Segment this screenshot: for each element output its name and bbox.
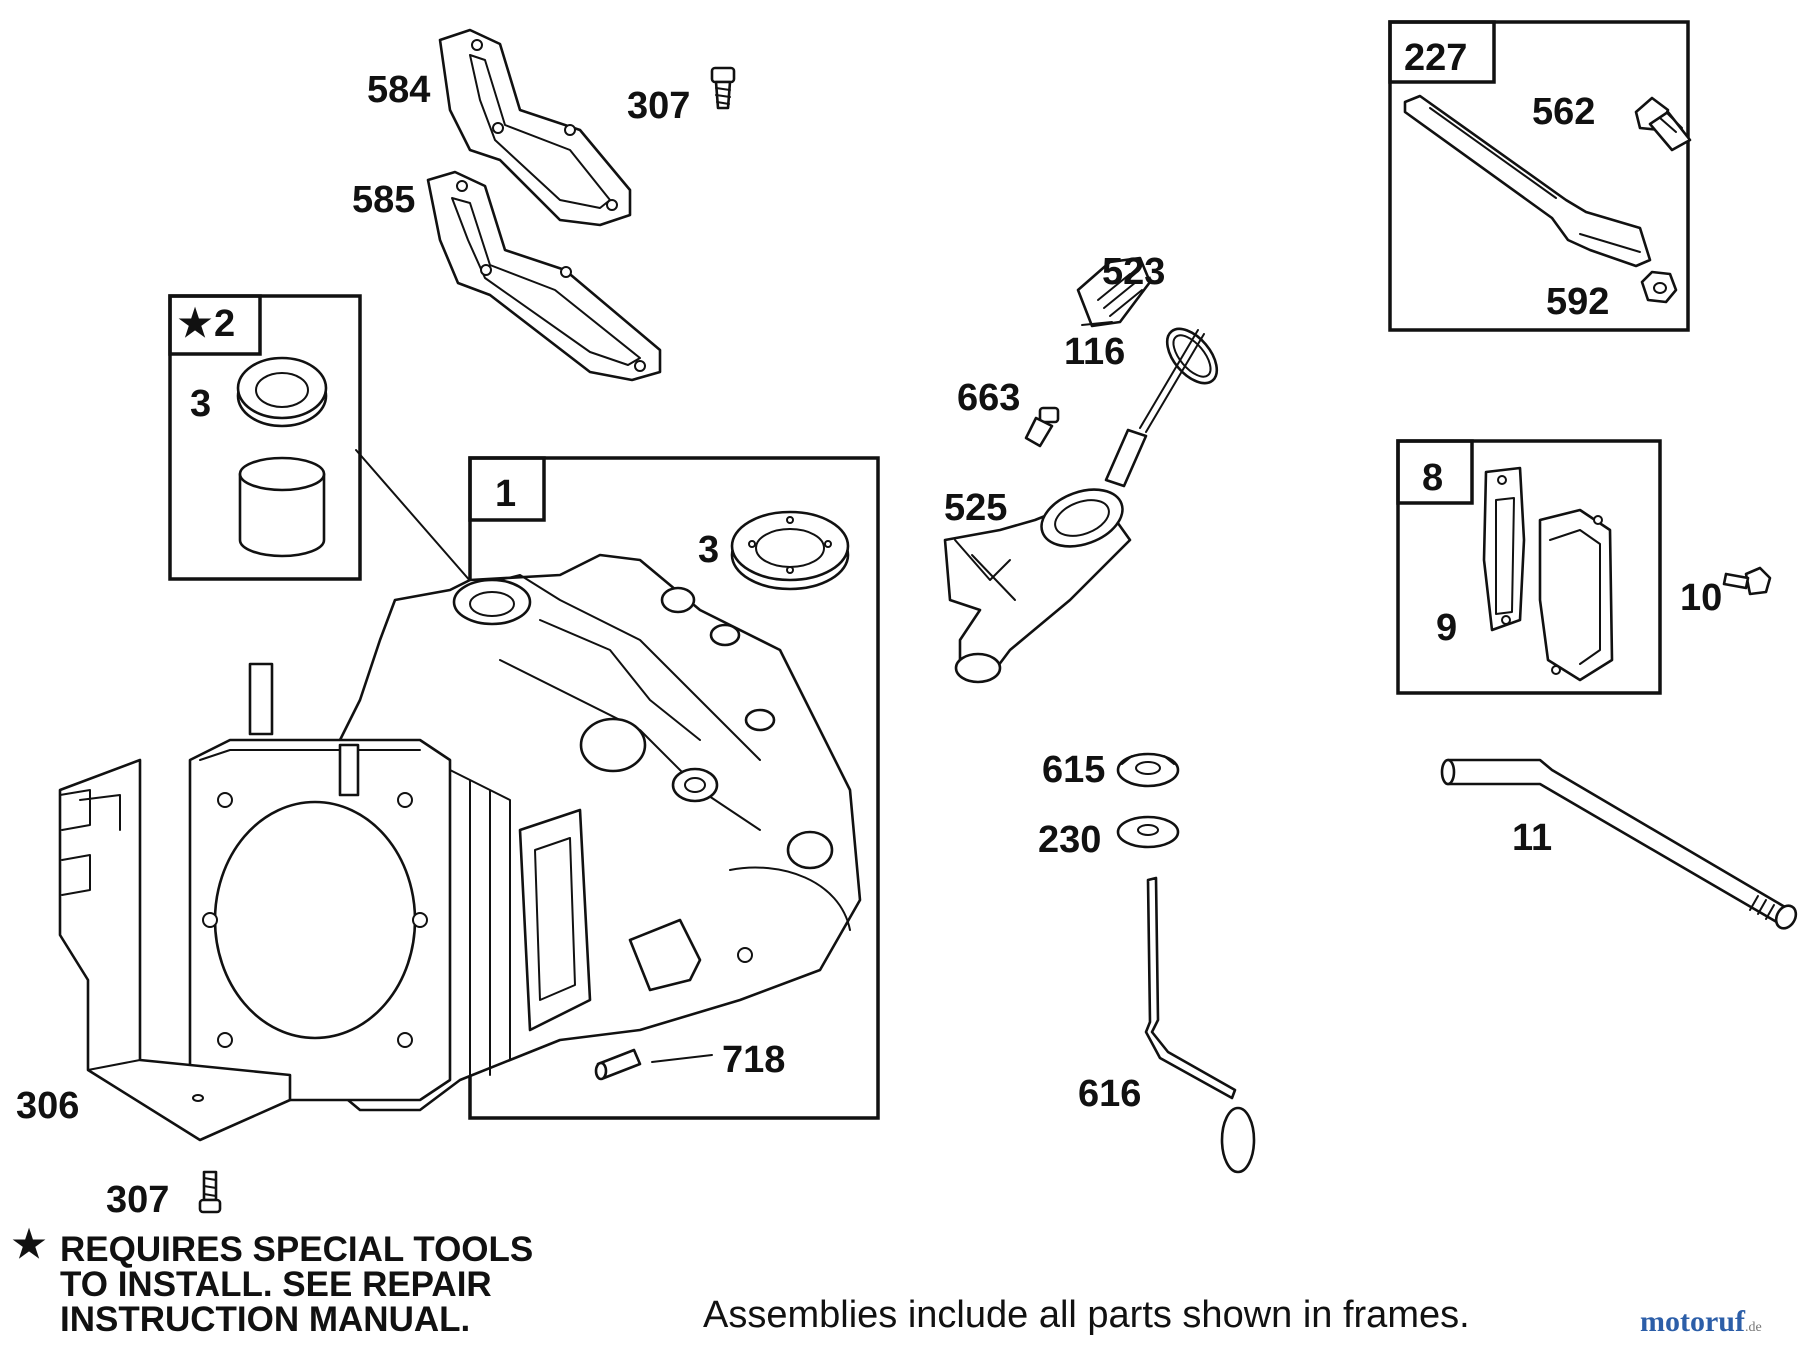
footnote-line: INSTRUCTION MANUAL. bbox=[60, 1300, 471, 1339]
label-9: 9 bbox=[1436, 607, 1457, 649]
tube-525-drawing bbox=[943, 488, 1132, 684]
screw-663-drawing bbox=[1024, 406, 1060, 448]
footnote-line: REQUIRES SPECIAL TOOLS bbox=[60, 1230, 534, 1269]
bolt-307-top-drawing bbox=[710, 66, 736, 110]
bracket-227-drawing bbox=[1403, 94, 1652, 268]
watermark-name: motoruf bbox=[1640, 1305, 1745, 1338]
label-10: 10 bbox=[1680, 577, 1722, 619]
label-kit-2-star: ★ bbox=[178, 303, 212, 345]
seal-3-drawing bbox=[730, 510, 850, 591]
label-306: 306 bbox=[16, 1085, 79, 1127]
footnote-text: REQUIRES SPECIAL TOOLS TO INSTALL. SEE R… bbox=[60, 1232, 620, 1337]
washer-230-drawing bbox=[1116, 815, 1180, 849]
dipstick-blade-drawing bbox=[1104, 329, 1205, 488]
label-307-top: 307 bbox=[627, 85, 690, 127]
dipstick-cap-523-drawing bbox=[1076, 256, 1152, 328]
label-562: 562 bbox=[1532, 91, 1595, 133]
gasket-584-drawing bbox=[438, 28, 632, 227]
footnote-line: TO INSTALL. SEE REPAIR bbox=[60, 1265, 492, 1304]
label-3-kit: 3 bbox=[190, 383, 211, 425]
label-584: 584 bbox=[367, 69, 430, 111]
cover-8-drawing bbox=[1538, 508, 1614, 682]
bolt-307-bottom-drawing bbox=[198, 1170, 222, 1214]
dowel-pin-718-drawing bbox=[594, 1048, 713, 1081]
label-3-seal: 3 bbox=[698, 529, 719, 571]
tube-11-drawing bbox=[1440, 758, 1798, 930]
frame-kit-2 bbox=[168, 294, 362, 581]
label-227: 227 bbox=[1404, 37, 1467, 79]
bearing-sleeve-drawing bbox=[238, 456, 326, 558]
watermark-tld: .de bbox=[1744, 1320, 1762, 1335]
cylinder-block-drawing bbox=[188, 553, 862, 1112]
bolt-562-drawing bbox=[1634, 96, 1692, 152]
screw-10-drawing bbox=[1722, 566, 1772, 596]
star-symbol: ★ bbox=[12, 1224, 47, 1266]
lever-616-drawing bbox=[1144, 876, 1256, 1174]
seal-kit-3-drawing bbox=[236, 356, 328, 428]
label-585: 585 bbox=[352, 179, 415, 221]
watermark-logo: motoruf.de bbox=[1640, 1305, 1762, 1339]
label-663: 663 bbox=[957, 377, 1020, 419]
label-11: 11 bbox=[1512, 817, 1552, 859]
label-523: 523 bbox=[1102, 251, 1165, 293]
gasket-9-drawing bbox=[1482, 466, 1526, 632]
frame-assembly-227 bbox=[1388, 20, 1690, 332]
label-307-bottom: 307 bbox=[106, 1179, 169, 1221]
label-615: 615 bbox=[1042, 749, 1105, 791]
label-616: 616 bbox=[1078, 1073, 1141, 1115]
label-assembly-8: 8 bbox=[1422, 457, 1443, 499]
gasket-585-drawing bbox=[426, 170, 662, 382]
label-525: 525 bbox=[944, 487, 1007, 529]
label-assembly-1: 1 bbox=[495, 473, 516, 515]
label-kit-2: 2 bbox=[214, 303, 235, 345]
label-116: 116 bbox=[1064, 331, 1125, 373]
nut-615-drawing bbox=[1116, 752, 1180, 788]
assemblies-caption: Assemblies include all parts shown in fr… bbox=[703, 1294, 1470, 1336]
nut-592-drawing bbox=[1640, 270, 1678, 304]
air-guide-306-drawing bbox=[58, 758, 292, 1142]
frame-assembly-8 bbox=[1396, 439, 1662, 695]
label-718: 718 bbox=[722, 1039, 785, 1081]
label-592: 592 bbox=[1546, 281, 1609, 323]
label-230: 230 bbox=[1038, 819, 1101, 861]
